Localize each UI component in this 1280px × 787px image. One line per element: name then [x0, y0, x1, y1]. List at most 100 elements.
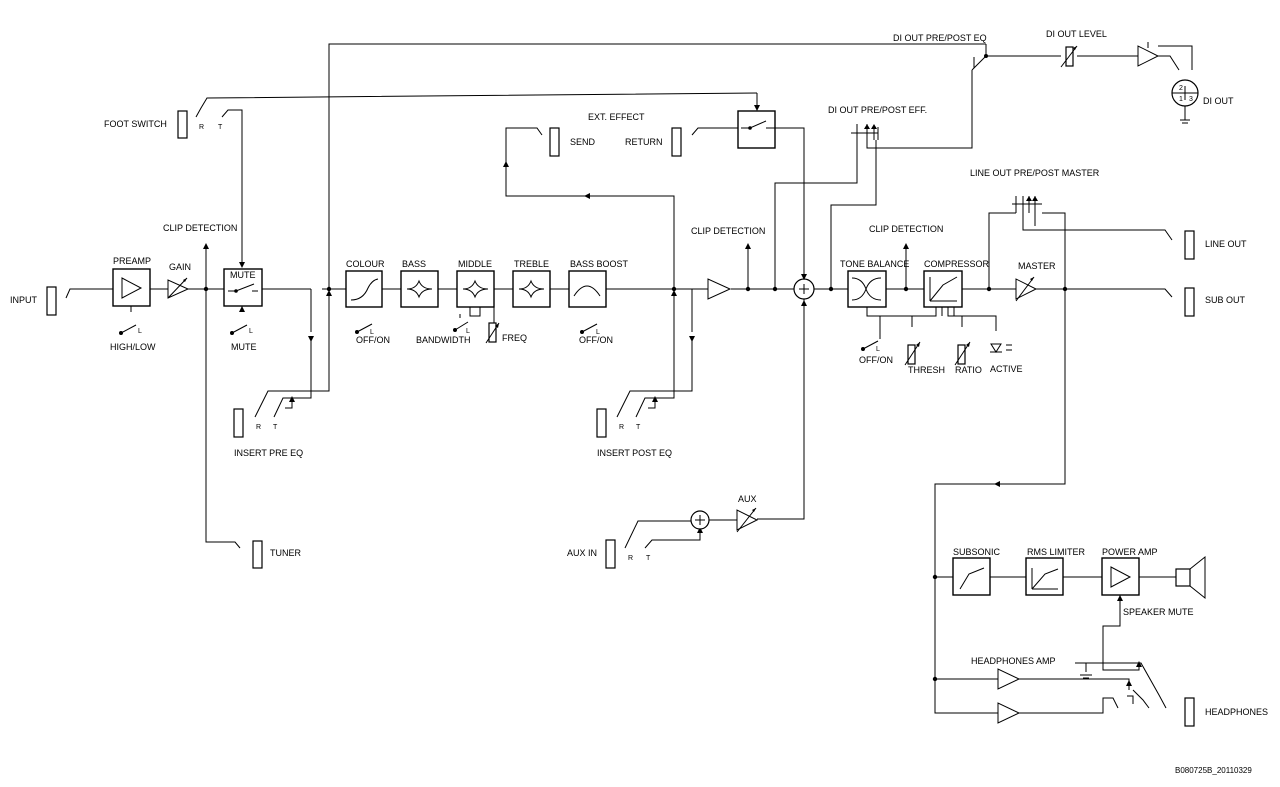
aux-in-r-label: R	[628, 555, 633, 562]
line-out-label: LINE OUT	[1205, 239, 1247, 249]
bandwidth-switch[interactable]	[453, 321, 469, 332]
thresh-label: THRESH	[908, 365, 945, 375]
xlr-pin3-label: 3	[1189, 96, 1193, 103]
bass-boost-off-on-label: OFF/ON	[579, 335, 613, 345]
send-jack[interactable]	[505, 127, 560, 166]
colour-label: COLOUR	[346, 259, 385, 269]
rms-limiter-block	[1025, 557, 1064, 596]
xlr-pin1-label: 1	[1179, 96, 1183, 103]
ext-effect-label: EXT. EFFECT	[588, 112, 645, 122]
subsonic-block	[952, 557, 991, 596]
freq-control[interactable]	[485, 307, 500, 344]
aux-in-jack[interactable]	[605, 520, 703, 569]
bandwidth-l-label: L	[466, 328, 470, 335]
headphones-amp-label: HEADPHONES AMP	[971, 656, 1056, 666]
treble-label: TREBLE	[514, 259, 549, 269]
di-out-label: DI OUT	[1203, 96, 1234, 106]
sub-out-label: SUB OUT	[1205, 295, 1246, 305]
tone-off-on-label: OFF/ON	[859, 355, 893, 365]
bass-boost-label: BASS BOOST	[570, 259, 629, 269]
tuner-label: TUNER	[270, 548, 301, 558]
ratio-label: RATIO	[955, 365, 982, 375]
insert-pre-eq-label: INSERT PRE EQ	[234, 448, 303, 458]
aux-level-amplifier[interactable]	[736, 507, 759, 533]
tone-balance-label: TONE BALANCE	[840, 259, 909, 269]
bass-boost-block	[568, 270, 607, 308]
mute-block-label: MUTE	[230, 270, 256, 280]
di-out-level-control[interactable]	[1060, 45, 1138, 68]
gain-amplifier[interactable]	[167, 277, 190, 299]
active-label: ACTIVE	[990, 364, 1023, 374]
insert-pre-eq-jack[interactable]	[233, 290, 332, 438]
xlr-pin2-label: 2	[1179, 85, 1183, 92]
headphones-amp-right	[997, 702, 1021, 724]
di-out-pre-post-eff-switch[interactable]	[851, 124, 879, 140]
input-label: INPUT	[10, 295, 38, 305]
clip-detection-3-label: CLIP DETECTION	[869, 224, 943, 234]
speaker-mute-switch[interactable]	[1102, 595, 1142, 671]
mute-l-label: L	[249, 328, 253, 335]
bass-block	[400, 270, 439, 308]
tone-l-label: L	[876, 346, 880, 353]
speaker-mute-label: SPEAKER MUTE	[1123, 607, 1194, 617]
compressor-label: COMPRESSOR	[924, 259, 990, 269]
return-label: RETURN	[625, 137, 663, 147]
high-low-label: HIGH/LOW	[110, 342, 156, 352]
buffer-amplifier	[707, 278, 732, 300]
preamp-label: PREAMP	[113, 256, 151, 266]
foot-switch-label: FOOT SWITCH	[104, 119, 167, 129]
di-out-xlr[interactable]	[1171, 79, 1199, 124]
line-out-jack[interactable]	[1184, 230, 1195, 260]
aux-in-label: AUX IN	[567, 548, 597, 558]
insert-pre-r-label: R	[256, 424, 261, 431]
colour-switch[interactable]	[355, 323, 373, 334]
high-low-l-label: L	[138, 328, 142, 335]
effect-loop-switch[interactable]	[737, 93, 776, 149]
line-out-pre-post-master-label: LINE OUT PRE/POST MASTER	[970, 168, 1100, 178]
summing-junction	[793, 278, 815, 300]
middle-block	[456, 270, 495, 308]
middle-label: MIDDLE	[458, 259, 492, 269]
mute-block	[223, 268, 263, 307]
power-amp-label: POWER AMP	[1102, 547, 1158, 557]
input-jack[interactable]	[46, 286, 74, 316]
gain-label: GAIN	[169, 262, 191, 272]
colour-l-label: L	[370, 329, 374, 336]
bass-boost-switch[interactable]	[580, 323, 598, 334]
insert-post-eq-jack[interactable]	[596, 290, 695, 438]
foot-switch-jack[interactable]	[177, 92, 758, 268]
drawing-number: B080725B_20110329	[1175, 766, 1252, 775]
di-out-level-label: DI OUT LEVEL	[1046, 29, 1107, 39]
headphones-amp-left	[997, 668, 1021, 690]
bass-label: BASS	[402, 259, 426, 269]
tuner-jack[interactable]	[252, 540, 263, 569]
insert-post-r-label: R	[619, 424, 624, 431]
ratio-control[interactable]	[954, 341, 971, 366]
aux-label: AUX	[738, 494, 757, 504]
insert-pre-t-label: T	[273, 424, 278, 431]
speaker-icon	[1175, 555, 1206, 600]
treble-block	[512, 270, 551, 308]
master-amplifier[interactable]	[1015, 276, 1038, 302]
sub-out-jack[interactable]	[1184, 287, 1195, 317]
power-amp-block	[1101, 557, 1140, 596]
line-out-pre-post-master-switch[interactable]	[1012, 196, 1042, 213]
foot-switch-r-label: R	[199, 124, 204, 131]
tone-balance-switch[interactable]	[861, 307, 881, 351]
clip-detection-2-label: CLIP DETECTION	[691, 226, 765, 236]
aux-in-t-label: T	[646, 555, 651, 562]
high-low-switch[interactable]	[119, 306, 137, 335]
aux-summing-junction	[690, 510, 710, 530]
clip-detection-1-label: CLIP DETECTION	[163, 223, 237, 233]
di-out-pre-post-eq-switch[interactable]	[971, 44, 1061, 71]
active-led	[990, 343, 1012, 353]
mute-switch-label: MUTE	[231, 342, 257, 352]
return-jack[interactable]	[671, 127, 738, 157]
thresh-control[interactable]	[904, 341, 921, 366]
headphones-jack[interactable]	[1184, 697, 1195, 727]
preamp-block	[112, 268, 151, 307]
foot-switch-t-label: T	[218, 124, 223, 131]
subsonic-label: SUBSONIC	[953, 547, 1001, 557]
mute-switch[interactable]	[230, 306, 248, 335]
headphones-label: HEADPHONES	[1205, 707, 1268, 717]
